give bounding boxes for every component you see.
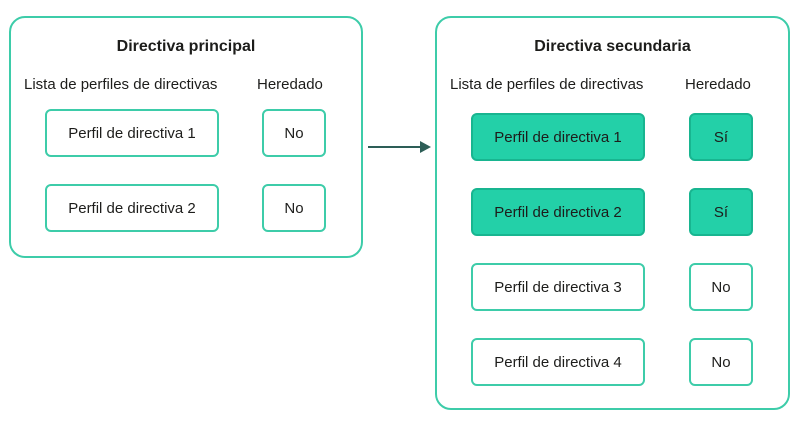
secondary-profile-4: Perfil de directiva 4 <box>471 338 645 386</box>
main-profile-2: Perfil de directiva 2 <box>45 184 219 232</box>
secondary-profile-3: Perfil de directiva 3 <box>471 263 645 311</box>
main-profile-1: Perfil de directiva 1 <box>45 109 219 157</box>
main-policy-panel: Directiva principal Lista de perfiles de… <box>9 16 363 258</box>
main-profile-list-header: Lista de perfiles de directivas <box>24 76 218 93</box>
secondary-profile-1: Perfil de directiva 1 <box>471 113 645 161</box>
main-inherited-header: Heredado <box>257 76 323 93</box>
secondary-inherited-1: Sí <box>689 113 753 161</box>
main-policy-title: Directiva principal <box>116 38 256 55</box>
main-inherited-1: No <box>262 109 326 157</box>
secondary-inherited-header: Heredado <box>685 76 751 93</box>
secondary-inherited-2: Sí <box>689 188 753 236</box>
arrow-right-icon <box>368 141 431 153</box>
secondary-policy-title: Directiva secundaria <box>534 38 691 55</box>
secondary-inherited-4: No <box>689 338 753 386</box>
secondary-inherited-3: No <box>689 263 753 311</box>
secondary-profile-list-header: Lista de perfiles de directivas <box>450 76 644 93</box>
secondary-profile-2: Perfil de directiva 2 <box>471 188 645 236</box>
secondary-policy-panel: Directiva secundaria Lista de perfiles d… <box>435 16 790 410</box>
main-inherited-2: No <box>262 184 326 232</box>
